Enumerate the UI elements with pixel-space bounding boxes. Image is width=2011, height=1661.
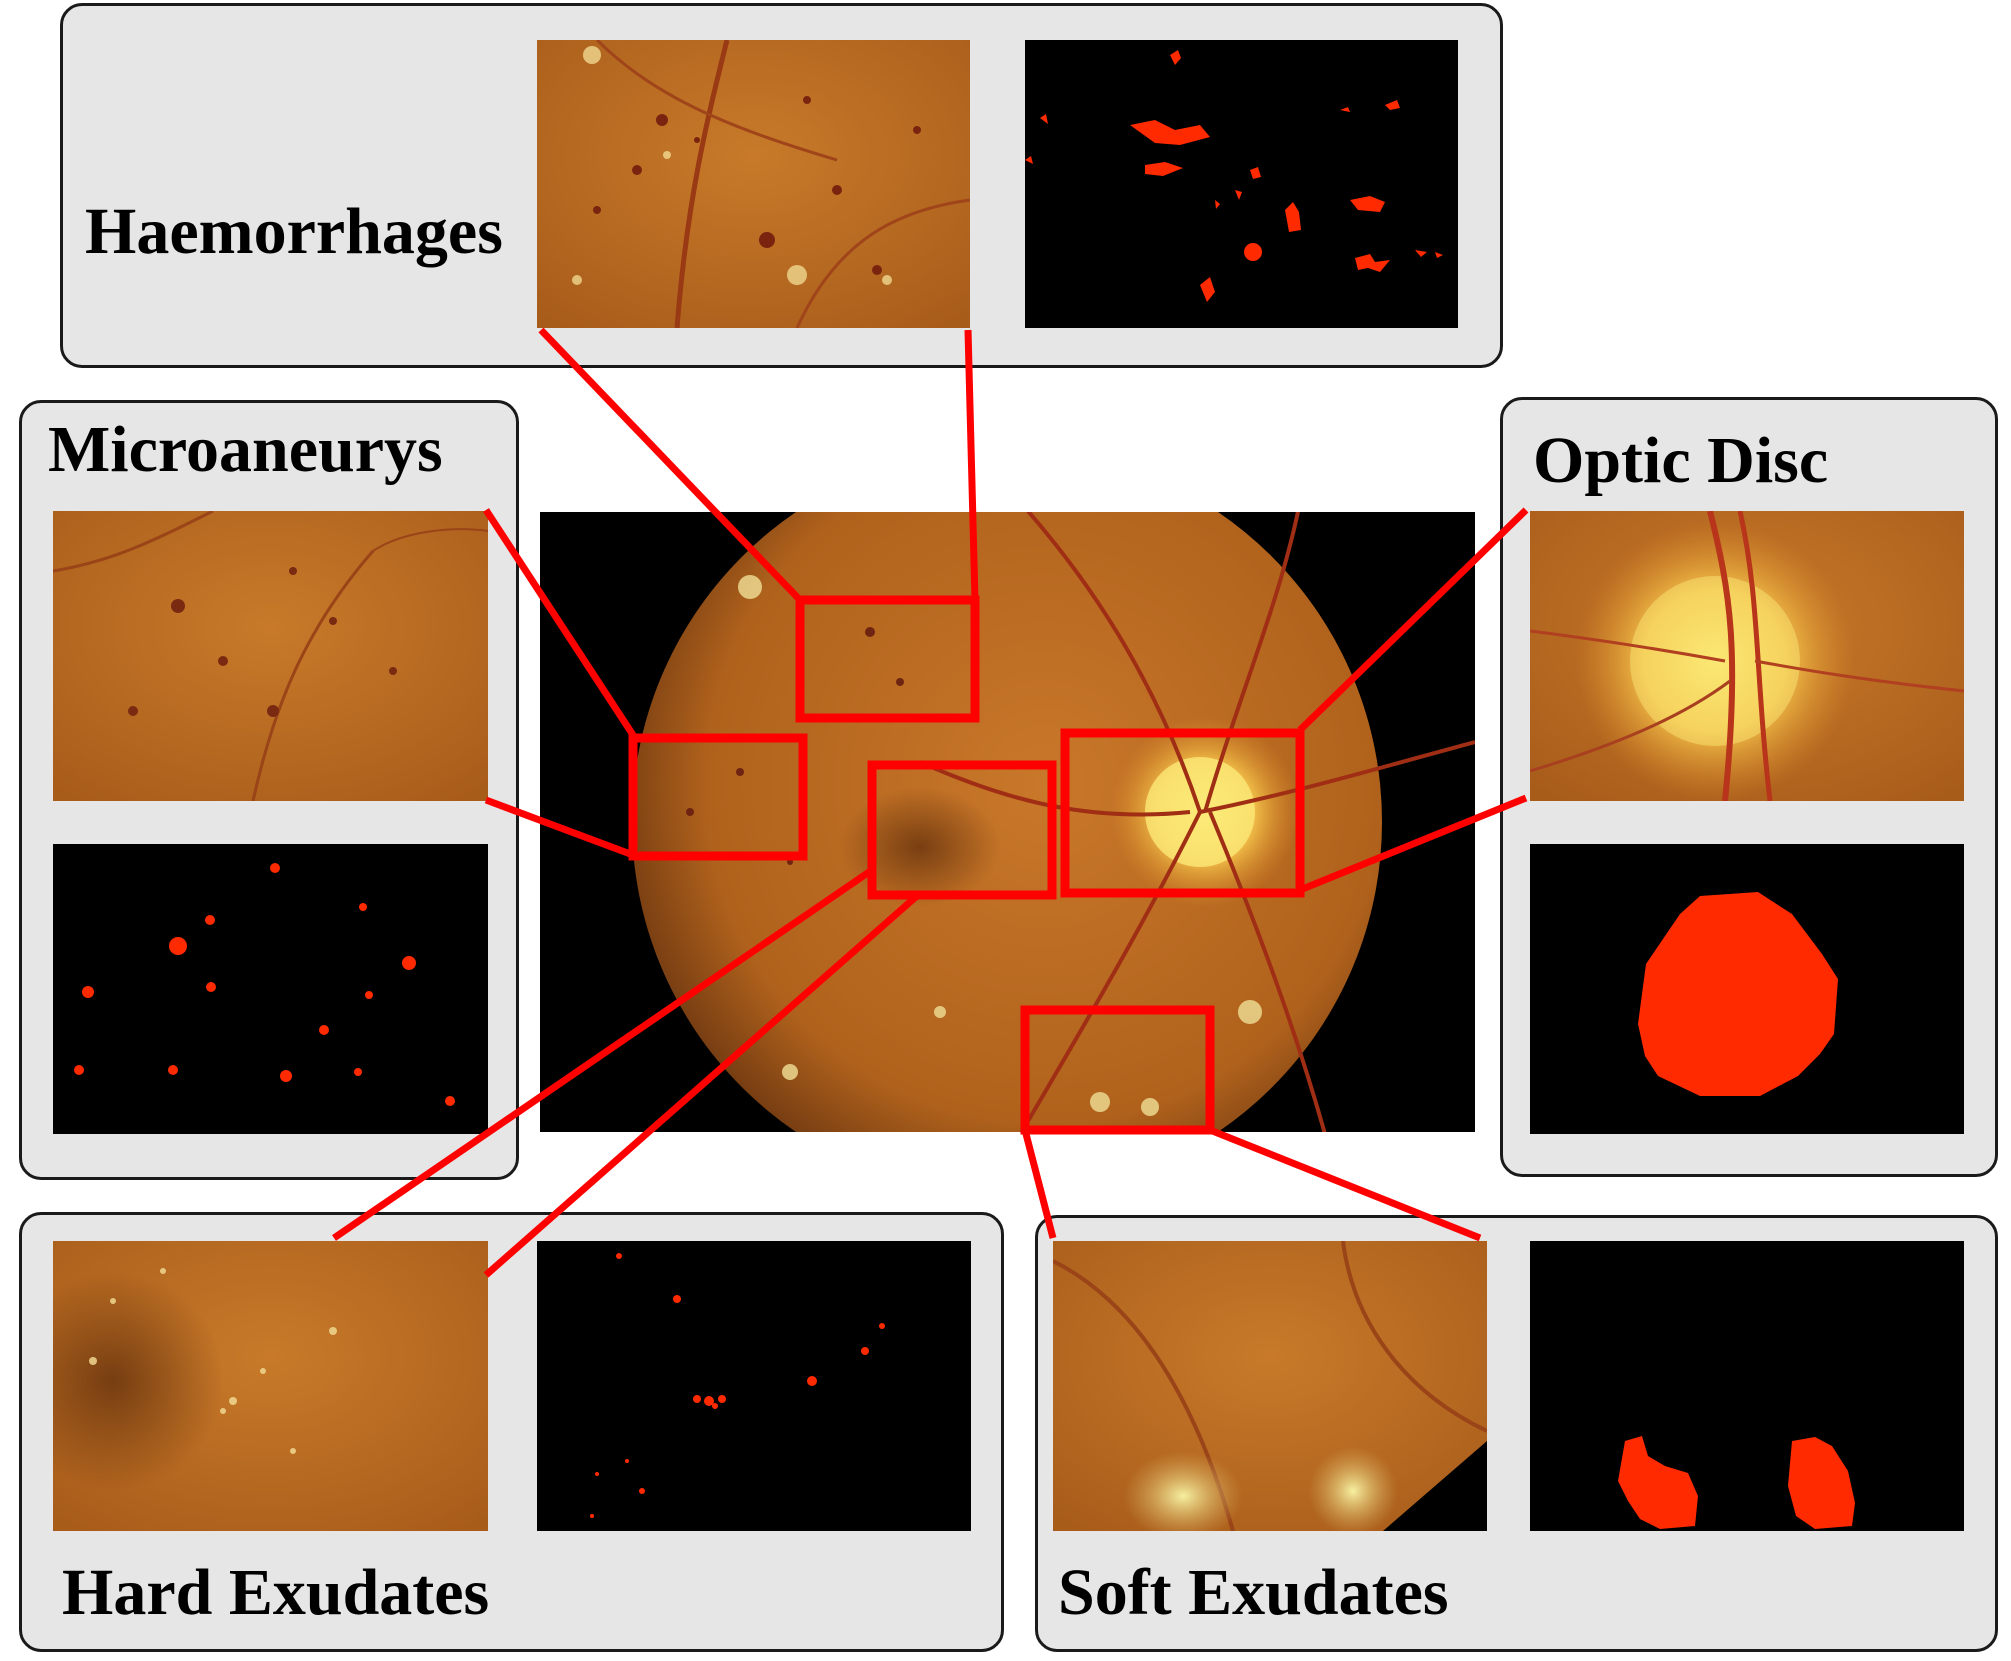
- optic-disc-mask: [1530, 844, 1964, 1134]
- optic-disc-label: Optic Disc: [1533, 424, 1829, 497]
- haemorrhages-fundus-crop: [537, 40, 970, 328]
- soft-exudates-fundus-crop: [1053, 1241, 1487, 1531]
- haemorrhages-mask: [1025, 40, 1458, 328]
- soft-exudates-label: Soft Exudates: [1058, 1556, 1449, 1629]
- haemorrhages-label: Haemorrhages: [85, 195, 503, 268]
- microaneurysms-label: Microaneurys: [48, 413, 443, 486]
- hard-exudates-label: Hard Exudates: [62, 1556, 490, 1629]
- microaneurysms-mask: [53, 844, 488, 1134]
- microaneurysms-fundus-crop: [53, 511, 488, 801]
- soft-exudates-mask: [1530, 1241, 1964, 1531]
- hard-exudates-fundus-crop: [53, 1241, 488, 1531]
- hard-exudates-mask: [537, 1241, 971, 1531]
- optic-disc-fundus-crop: [1530, 511, 1964, 801]
- central-fundus-image: [540, 512, 1475, 1132]
